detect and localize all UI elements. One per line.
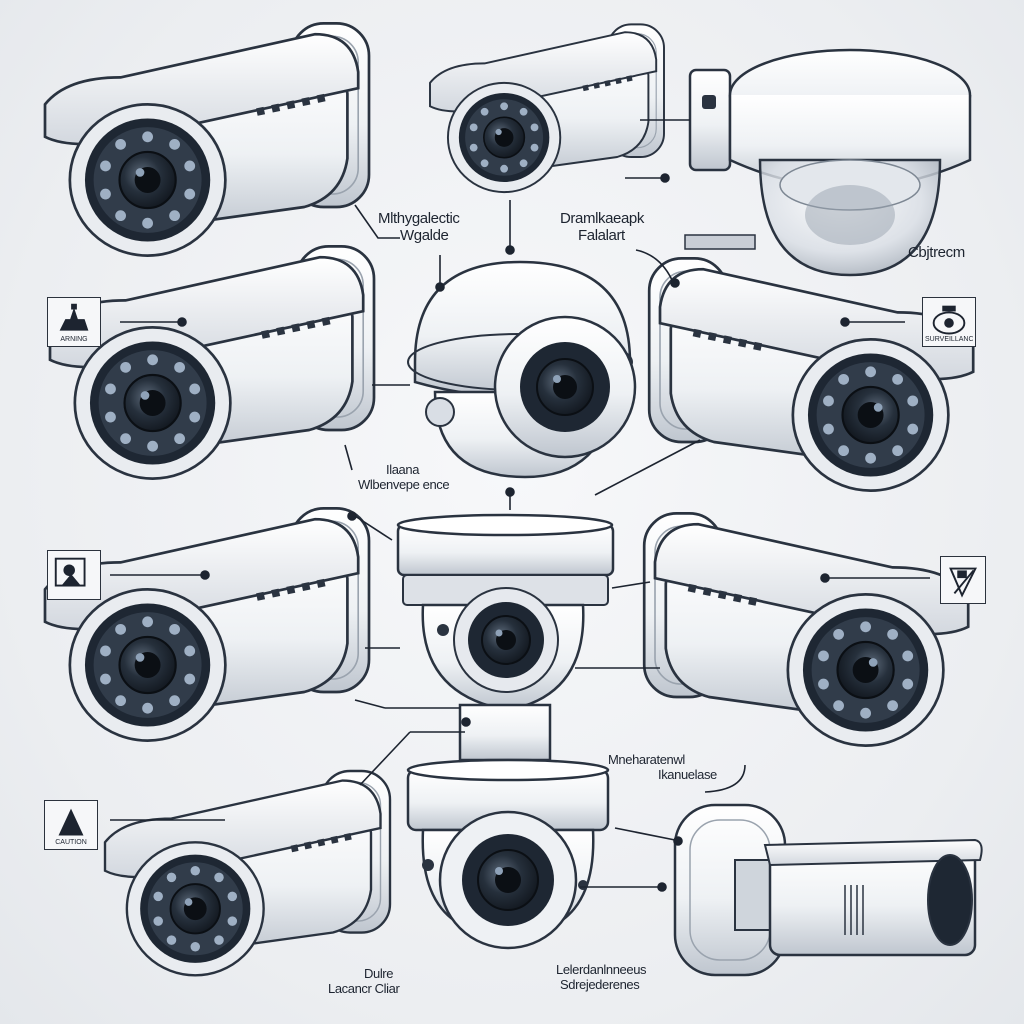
label-lower-right: Mneharatenwl Ikanuelase [608,752,717,782]
triangle-sign-icon: CAUTION [44,800,98,850]
label-line: Sdrejederenes [560,977,640,992]
label-line: Wlbenvepe ence [358,477,450,492]
dome-camera-bottom [406,758,610,950]
label-bottom-left: Dulre Lacancr Cliar [328,966,400,996]
sign-caption: CAUTION [55,839,87,846]
label-top-right: Cbjtrecm [908,244,965,261]
label-line: Mneharatenwl [608,752,685,767]
bullet-camera-7 [103,769,392,977]
label-top-center-right: Dramlkaeapk Falalart [560,210,644,244]
label-line: Ilaana [386,462,420,477]
surveillance-sign-icon: SURVEILLANCE [922,297,976,347]
bullet-camera-1 [43,22,371,257]
dome-camera-top [684,48,972,277]
label-line: Lelerdanlnneeus [556,962,647,977]
bullet-camera-5 [43,507,371,742]
label-line: Wgalde [400,227,449,244]
label-line: Ikanuelase [658,767,717,782]
bullet-camera-2 [430,24,664,192]
label-top-center-left: Mlthygalectic Wgalde [378,210,460,244]
sign-caption: ARNING [60,336,88,343]
ptz-camera-center [396,513,615,762]
label-line: Lacancr Cliar [328,981,400,996]
sign-caption: SURVEILLANCE [925,336,973,343]
leader-lines [110,119,930,892]
label-line: Dulre [364,966,394,981]
label-line: Falalart [578,227,625,244]
label-bottom-right: Lelerdanlnneeus Sdrejederenes [556,962,647,992]
cylinder-camera-bottom [673,803,983,977]
bullet-camera-6 [644,513,968,745]
label-line: Dramlkaeapk [560,210,644,227]
camera-sign-icon [47,550,101,600]
bullet-camera-3 [48,245,376,480]
warning-sign-icon: ARNING [47,297,101,347]
pointer-sign-icon [940,556,986,604]
label-line: Cbjtrecm [908,244,965,261]
bullet-camera-4 [649,258,973,490]
label-line: Mlthygalectic [378,210,460,227]
turret-camera-center [407,260,637,479]
label-middle-center: Ilaana Wlbenvepe ence [358,462,450,492]
